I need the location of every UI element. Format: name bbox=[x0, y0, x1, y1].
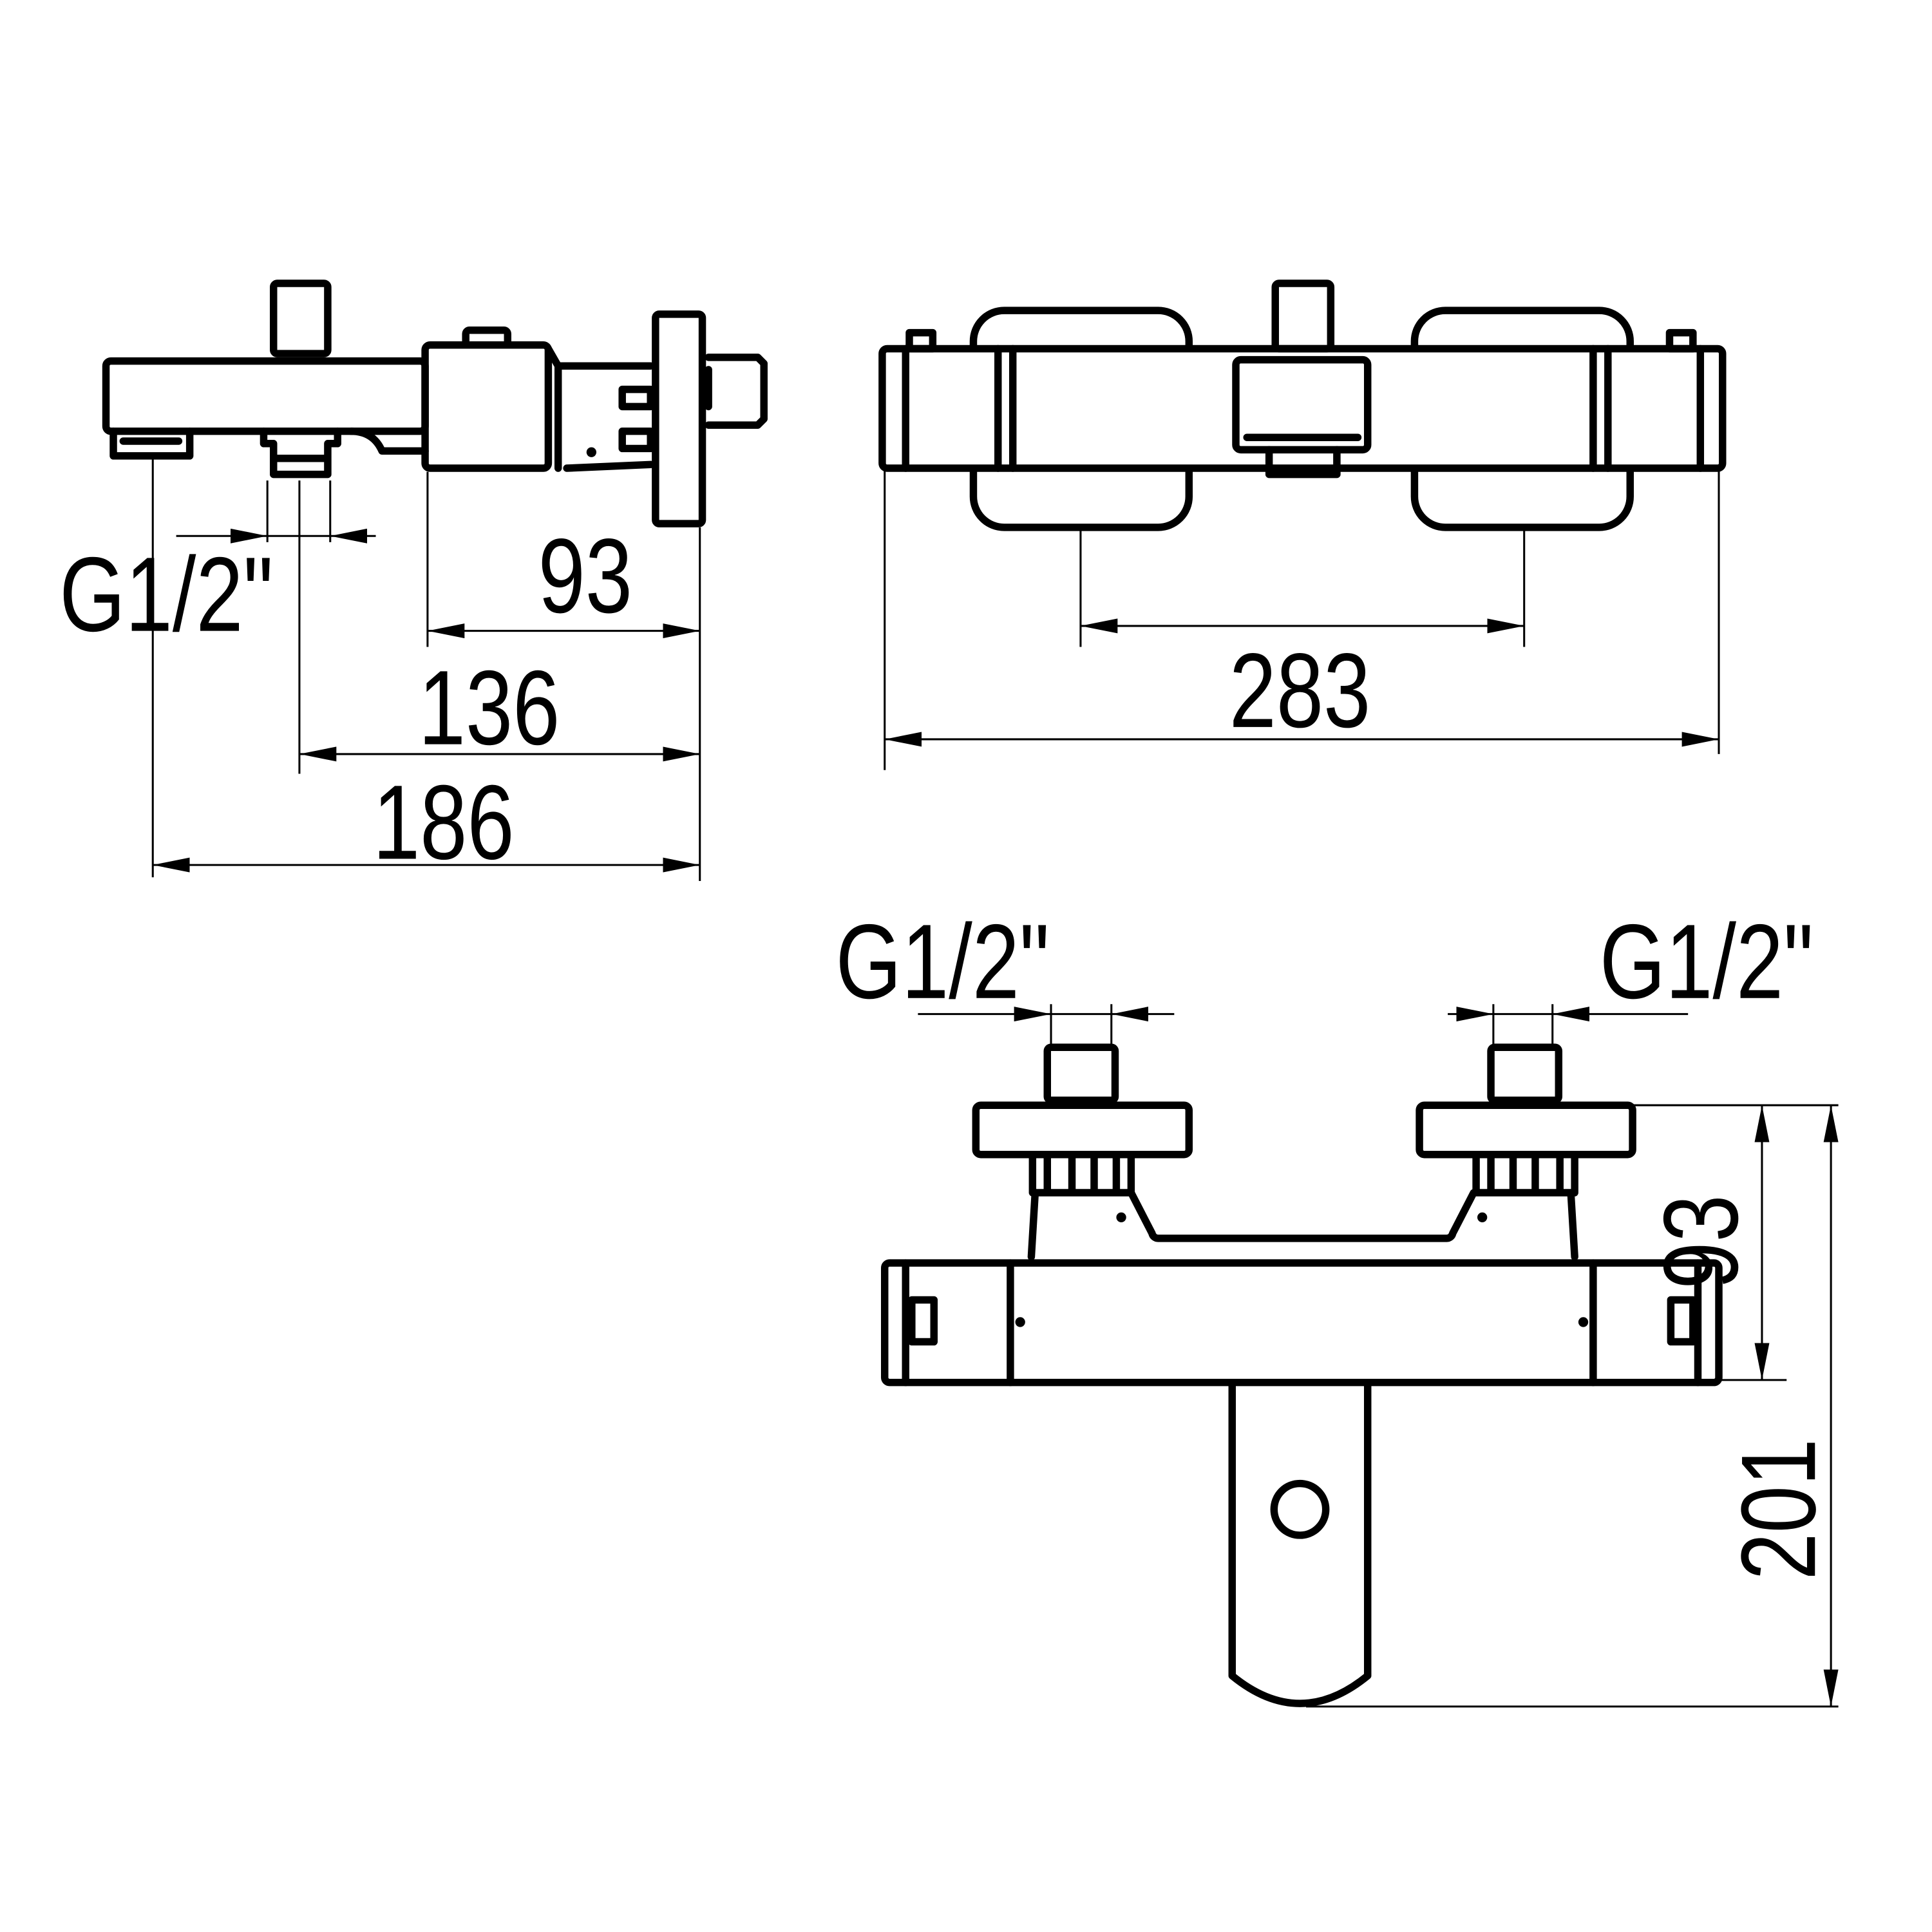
dim-186: 186 bbox=[373, 762, 515, 881]
handle-left-top bbox=[969, 307, 1193, 349]
eccentric-right bbox=[1472, 1154, 1578, 1197]
stem-nut-top bbox=[618, 385, 654, 411]
cap-right bbox=[1667, 1296, 1697, 1346]
diverter-knob bbox=[270, 279, 332, 357]
eccentric-left bbox=[1028, 1154, 1135, 1197]
flange-right bbox=[1416, 1101, 1636, 1159]
wall-plate bbox=[652, 310, 706, 527]
mixer-body-bottom bbox=[880, 1259, 1723, 1387]
outlet bbox=[109, 427, 194, 460]
handle-left-bottom bbox=[969, 468, 1193, 531]
front-view: 283 bbox=[878, 279, 1727, 770]
thread-label: G1/2" bbox=[59, 535, 273, 654]
inlet-nipple-right bbox=[1487, 1043, 1563, 1104]
dim-201: 201 bbox=[1719, 1439, 1837, 1580]
side-knob bbox=[705, 354, 768, 429]
eccentric-stems bbox=[1027, 1191, 1578, 1261]
valve-body bbox=[421, 341, 553, 472]
spout-curve bbox=[347, 427, 429, 455]
spout bbox=[1228, 1382, 1372, 1707]
bottom-view: G1/2" G1/2" 93 201 bbox=[836, 902, 1839, 1708]
outlet-front bbox=[1243, 433, 1362, 478]
side-view: G1/2" 93 136 186 bbox=[59, 279, 768, 882]
thread-label-left: G1/2" bbox=[836, 902, 1050, 1021]
inlet-nipple-left bbox=[1043, 1043, 1119, 1104]
diverter-body bbox=[1232, 355, 1372, 454]
diverter-knob-front bbox=[1271, 279, 1335, 353]
bridge bbox=[1127, 1189, 1478, 1242]
inlet-connector bbox=[260, 427, 341, 478]
aerator bbox=[1270, 1479, 1330, 1539]
wall-stem bbox=[544, 345, 654, 472]
handle-right-bottom bbox=[1410, 468, 1634, 531]
dim-136: 136 bbox=[419, 649, 560, 767]
thread-label-right: G1/2" bbox=[1600, 902, 1814, 1021]
nub-left bbox=[905, 328, 937, 353]
dim-93: 93 bbox=[538, 516, 632, 635]
cap-left bbox=[908, 1296, 938, 1346]
spout-body bbox=[102, 357, 429, 435]
stem-nut-bottom bbox=[618, 427, 654, 453]
nub-right bbox=[1665, 328, 1697, 353]
dim-93-vertical: 93 bbox=[1642, 1195, 1760, 1289]
dim-283: 283 bbox=[1229, 631, 1371, 750]
flange-left bbox=[972, 1101, 1193, 1159]
screw-dot bbox=[586, 447, 597, 457]
handle-right-top bbox=[1410, 307, 1634, 349]
valve-cap bbox=[462, 327, 512, 349]
